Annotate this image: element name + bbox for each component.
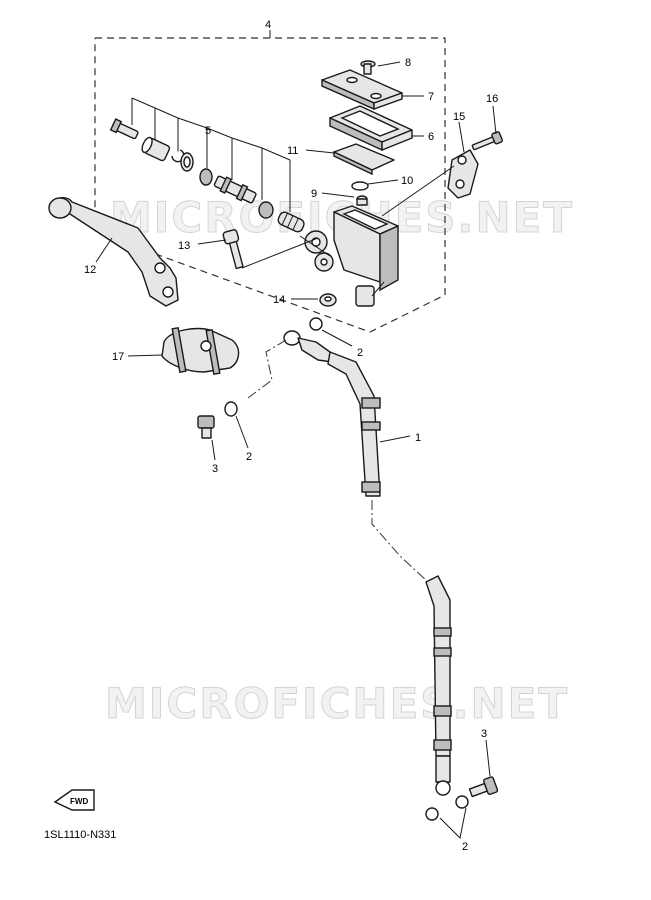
washer-and-nut[interactable] [321,179,399,206]
callout-16: 16 [486,93,498,105]
upper-banjo-bolt[interactable] [197,415,216,461]
brake-lever[interactable] [48,197,179,307]
callout-2-upper-washer: 2 [246,451,252,463]
callout-8: 8 [405,57,411,69]
callout-9: 9 [311,188,317,200]
callout-3-upper: 3 [212,463,218,475]
brake-hose-lower[interactable] [425,575,452,796]
brake-hose-upper[interactable] [327,351,411,497]
hose-break-line [371,500,429,583]
callout-3-lower: 3 [481,728,487,740]
callout-12: 12 [84,264,96,276]
svg-text:FWD: FWD [70,797,88,806]
watermark-bottom: MICROFICHES.NET [105,679,569,728]
master-cylinder-assembly-outline [94,30,446,333]
cap-screw[interactable] [360,60,401,75]
callout-4: 4 [265,19,271,31]
upper-banjo-washer[interactable] [224,401,249,449]
callout-15: 15 [453,111,465,123]
callout-14: 14 [273,294,285,306]
piston-kit[interactable] [109,97,306,233]
reservoir-cap[interactable] [321,69,424,111]
forward-arrow-icon: FWD [53,789,95,811]
bracket-bolt[interactable] [471,105,503,153]
master-cylinder-holder[interactable] [127,327,240,375]
diagram-code: 1SL1110-N331 [44,829,116,841]
callout-10: 10 [401,175,413,187]
callout-2-lower: 2 [462,841,468,853]
upper-banjo-fitting[interactable] [247,317,353,399]
diaphragm[interactable] [305,143,395,176]
lower-banjo-washers[interactable] [425,795,469,840]
master-cylinder-body[interactable] [299,205,399,307]
callout-6: 6 [428,131,434,143]
callout-11: 11 [287,145,298,157]
callout-2-upper-fitting: 2 [357,347,363,359]
callout-1: 1 [415,432,421,444]
callout-13: 13 [178,240,190,252]
lever-nut[interactable] [291,293,337,307]
lever-bracket[interactable] [381,121,479,217]
pivot-bolt[interactable] [197,229,319,270]
callout-5: 5 [205,125,211,137]
callout-17: 17 [112,351,124,363]
reservoir-plate[interactable] [329,105,424,152]
callout-7: 7 [428,91,434,103]
lower-banjo-bolt[interactable] [468,739,499,800]
